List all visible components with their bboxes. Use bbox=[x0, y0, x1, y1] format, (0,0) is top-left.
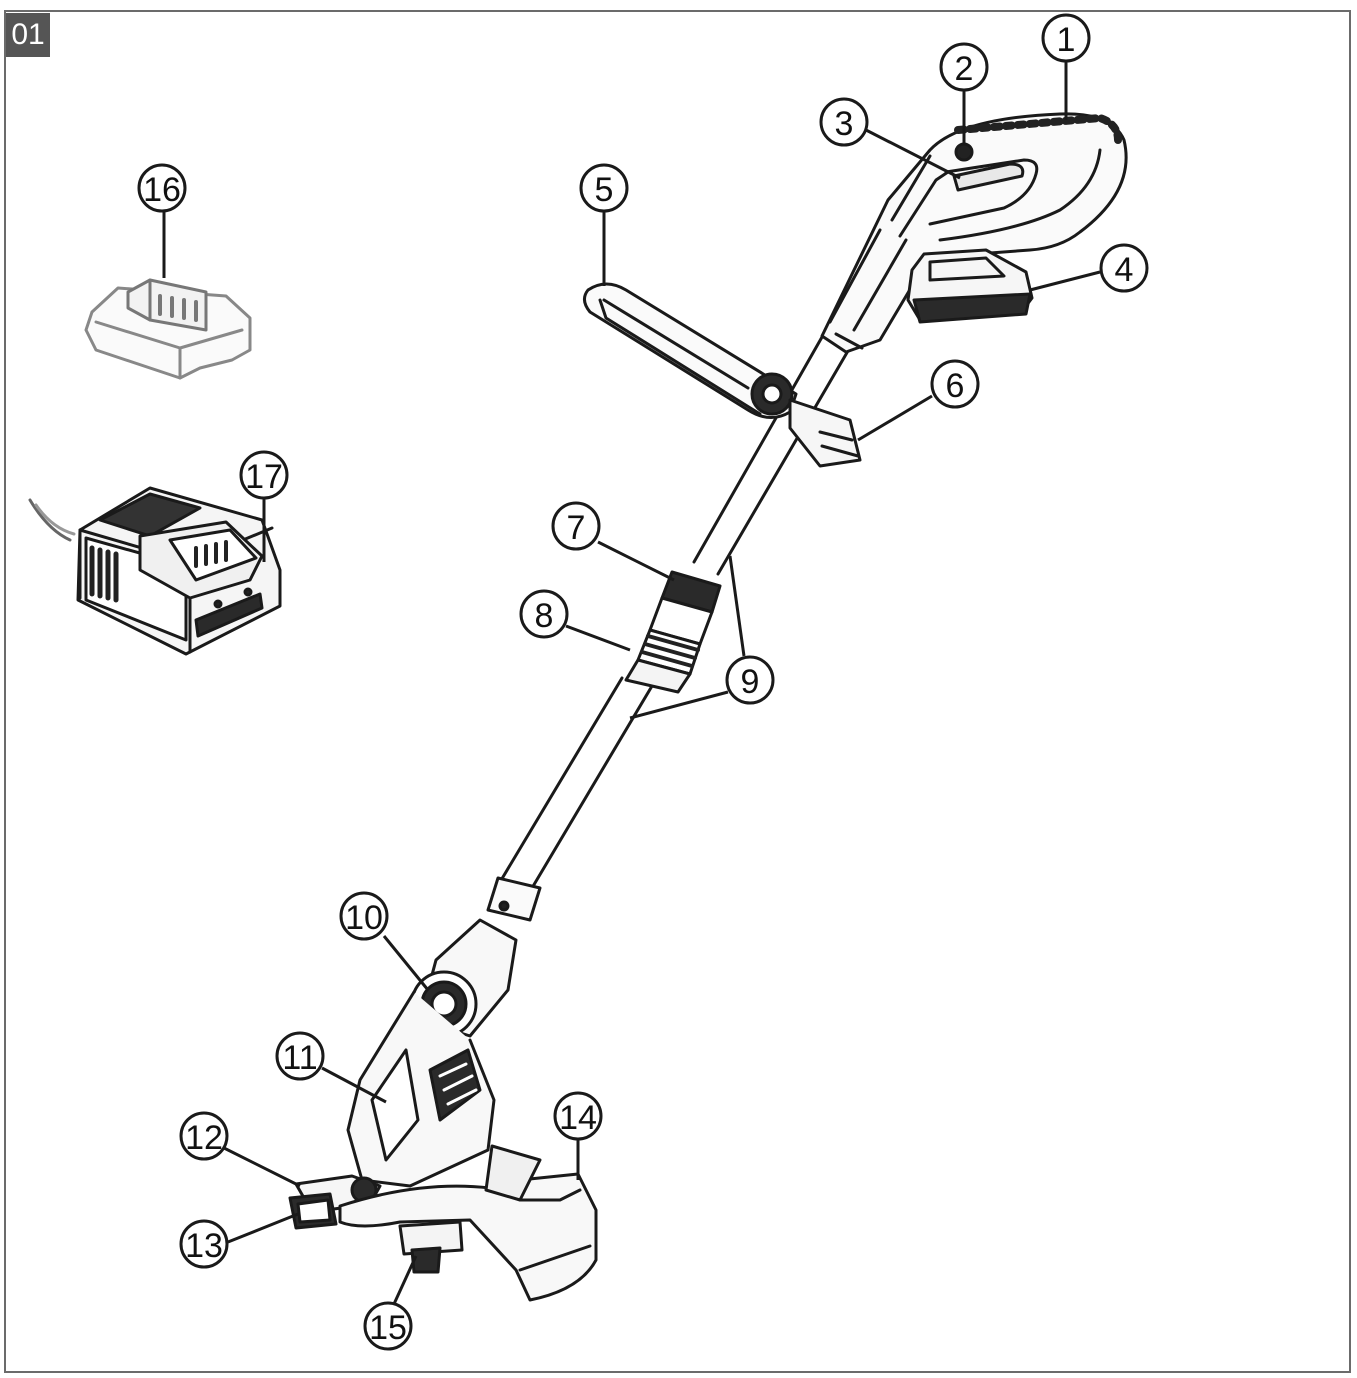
callout-label-5: 5 bbox=[595, 171, 614, 209]
leader-9b bbox=[629, 690, 729, 720]
callout-circle-6 bbox=[930, 359, 980, 409]
callout-circle-16 bbox=[137, 163, 187, 213]
callout-circle-2 bbox=[939, 42, 989, 92]
attached-battery-drawing bbox=[906, 248, 1034, 324]
leader-3 bbox=[865, 128, 961, 180]
callout-circle-14 bbox=[553, 1091, 603, 1141]
battery-pack-drawing bbox=[84, 278, 252, 380]
callout-label-13: 13 bbox=[185, 1227, 223, 1265]
leader-9a bbox=[728, 555, 746, 657]
callout-circles bbox=[137, 13, 1149, 1351]
callout-label-10: 10 bbox=[345, 899, 383, 937]
callout-circle-5 bbox=[579, 163, 629, 213]
leader-15 bbox=[392, 1255, 418, 1305]
lock-off-button-drawing bbox=[954, 142, 974, 162]
leader-7 bbox=[597, 540, 675, 582]
callout-circle-1 bbox=[1041, 13, 1091, 63]
figure-number-badge: 01 bbox=[6, 13, 50, 57]
callout-circle-9 bbox=[725, 655, 775, 705]
leader-4 bbox=[1029, 270, 1101, 292]
callout-label-15: 15 bbox=[369, 1309, 407, 1347]
callout-label-4: 4 bbox=[1115, 251, 1134, 289]
callout-circle-13 bbox=[179, 1219, 229, 1269]
callout-circle-3 bbox=[819, 97, 869, 147]
callout-label-6: 6 bbox=[946, 367, 965, 405]
callout-label-1: 1 bbox=[1057, 21, 1076, 59]
callout-circle-15 bbox=[363, 1301, 413, 1351]
motor-housing-drawing bbox=[346, 876, 542, 1188]
leader-13 bbox=[227, 1212, 299, 1244]
auxiliary-handle-drawing bbox=[583, 282, 862, 468]
callout-label-12: 12 bbox=[185, 1119, 223, 1157]
callout-label-2: 2 bbox=[955, 50, 974, 88]
leader-lines bbox=[162, 60, 1101, 1305]
lower-shaft-drawing bbox=[498, 676, 654, 890]
callout-circle-8 bbox=[519, 589, 569, 639]
callout-label-9: 9 bbox=[741, 663, 760, 701]
callout-circle-10 bbox=[339, 891, 389, 941]
callout-circle-12 bbox=[179, 1111, 229, 1161]
leader-6 bbox=[857, 394, 933, 442]
leader-8 bbox=[565, 624, 631, 652]
callout-circle-4 bbox=[1099, 243, 1149, 293]
callout-circle-17 bbox=[239, 450, 289, 500]
callout-circle-11 bbox=[275, 1031, 325, 1081]
callout-circle-7 bbox=[551, 501, 601, 551]
callout-label-3: 3 bbox=[835, 105, 854, 143]
leader-11 bbox=[321, 1066, 387, 1104]
callout-label-16: 16 bbox=[143, 171, 181, 209]
callout-label-14: 14 bbox=[559, 1099, 597, 1137]
leader-12 bbox=[223, 1146, 301, 1188]
callout-label-11: 11 bbox=[282, 1039, 317, 1077]
callout-label-17: 17 bbox=[245, 458, 283, 496]
callout-label-8: 8 bbox=[535, 597, 554, 635]
battery-charger-drawing bbox=[28, 486, 282, 656]
callout-label-7: 7 bbox=[567, 509, 586, 547]
upper-shaft-drawing bbox=[692, 328, 854, 576]
leader-10 bbox=[382, 935, 430, 991]
figure-frame bbox=[4, 10, 1351, 1373]
trigger-switch-drawing bbox=[952, 162, 1025, 192]
shaft-coupling-drawing bbox=[624, 570, 722, 694]
